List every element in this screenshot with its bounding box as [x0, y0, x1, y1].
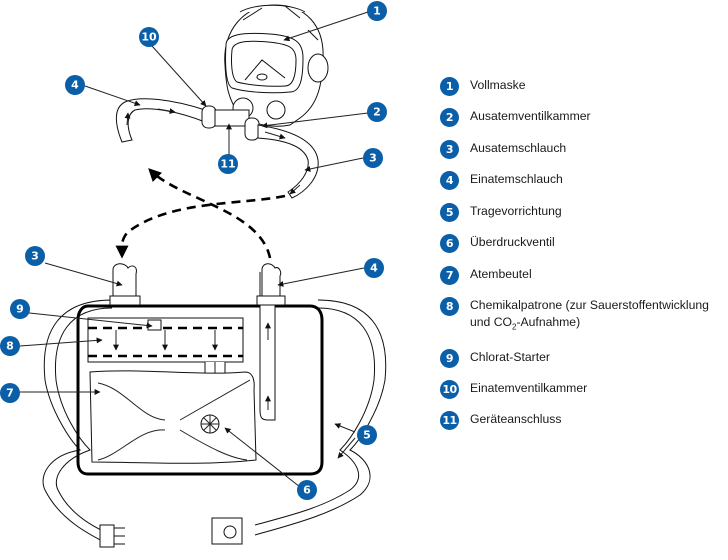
svg-text:2: 2 [373, 106, 381, 119]
callout-7: 7 [0, 383, 20, 403]
legend-label: Chlorat-Starter [470, 350, 550, 364]
legend-item: 9 Chlorat-Starter [440, 349, 550, 368]
legend-label-line2-end: -Aufnahme) [516, 315, 581, 329]
legend-label-line2: und CO [470, 315, 513, 329]
number-badge: 3 [440, 140, 459, 159]
svg-text:3: 3 [31, 250, 39, 263]
legend-label: Überdruckventil [470, 235, 555, 249]
legend-item: 11 Geräteanschluss [440, 411, 561, 430]
number-badge: 2 [440, 108, 459, 127]
legend-label: Vollmaske [470, 78, 526, 92]
legend-label: Einatemventilkammer [470, 381, 588, 395]
svg-text:10: 10 [141, 31, 157, 44]
full-face-mask [224, 4, 329, 127]
number-badge: 11 [440, 411, 459, 430]
exhalation-hose-upper [244, 117, 319, 199]
callout-6: 6 [297, 480, 317, 500]
legend-item: 1 Vollmaske [440, 77, 526, 96]
number-badge: 6 [440, 234, 459, 253]
legend-item: 3 Ausatemschlauch [440, 140, 566, 159]
callout-1: 1 [367, 1, 387, 21]
legend-label: Geräteanschluss [470, 412, 562, 426]
callout-3-lower: 3 [25, 246, 45, 266]
legend-label: Atembeutel [470, 267, 532, 281]
legend-item: 5 Tragevorrichtung [440, 203, 562, 222]
callout-3: 3 [363, 148, 383, 168]
device-connector [214, 109, 250, 127]
number-badge: 5 [440, 203, 459, 222]
legend-item: 10 Einatemventilkammer [440, 380, 587, 399]
svg-text:4: 4 [370, 262, 378, 275]
svg-text:9: 9 [16, 303, 24, 316]
callout-4-lower: 4 [364, 258, 384, 278]
number-badge: 10 [440, 380, 459, 399]
callout-2: 2 [367, 102, 387, 122]
legend-item: 8 Chemikalpatrone (zur Sauerstoffentwickl… [440, 297, 709, 335]
svg-text:1: 1 [373, 5, 381, 18]
legend-item: 6 Überdruckventil [440, 234, 555, 253]
subscript: 2 [512, 322, 517, 332]
flow-line-inhale [148, 168, 272, 259]
breathing-apparatus-diagram: 1 2 3 4 5 6 7 8 9 10 11 3 4 [0, 1, 387, 548]
legend-label: Tragevorrichtung [470, 204, 562, 218]
inhalation-hose-upper [115, 98, 217, 143]
svg-text:4: 4 [71, 79, 79, 92]
svg-text:5: 5 [363, 429, 371, 442]
legend-label: Ausatemschlauch [470, 141, 567, 155]
legend-label: Ausatemventilkammer [470, 109, 591, 123]
leader-lines [19, 11, 369, 488]
callout-4: 4 [65, 75, 85, 95]
callout-5: 5 [357, 425, 377, 445]
number-badge: 9 [440, 349, 459, 368]
svg-text:11: 11 [220, 158, 235, 171]
svg-text:8: 8 [6, 340, 14, 353]
number-badge: 7 [440, 266, 459, 285]
legend-item: 2 Ausatemventilkammer [440, 108, 591, 127]
callout-10: 10 [139, 27, 159, 47]
legend-item: 7 Atembeutel [440, 266, 532, 285]
legend-label: Chemikalpatrone (zur Sauerstoffentwicklu… [470, 297, 709, 335]
number-badge: 4 [440, 171, 459, 190]
svg-text:6: 6 [303, 484, 311, 497]
svg-text:3: 3 [369, 152, 377, 165]
callout-8: 8 [0, 336, 20, 356]
legend-item: 4 Einatemschlauch [440, 171, 563, 190]
flow-line-exhale [115, 194, 286, 259]
svg-text:7: 7 [6, 387, 14, 400]
legend-label-line1: Chemikalpatrone (zur Sauerstoffentwicklu… [470, 298, 709, 312]
number-badge: 8 [440, 297, 459, 316]
number-badge: 1 [440, 77, 459, 96]
callout-9: 9 [10, 299, 30, 319]
legend-label: Einatemschlauch [470, 172, 563, 186]
carrying-harness [42, 299, 387, 548]
device-housing [76, 263, 324, 476]
callout-11: 11 [218, 154, 238, 174]
